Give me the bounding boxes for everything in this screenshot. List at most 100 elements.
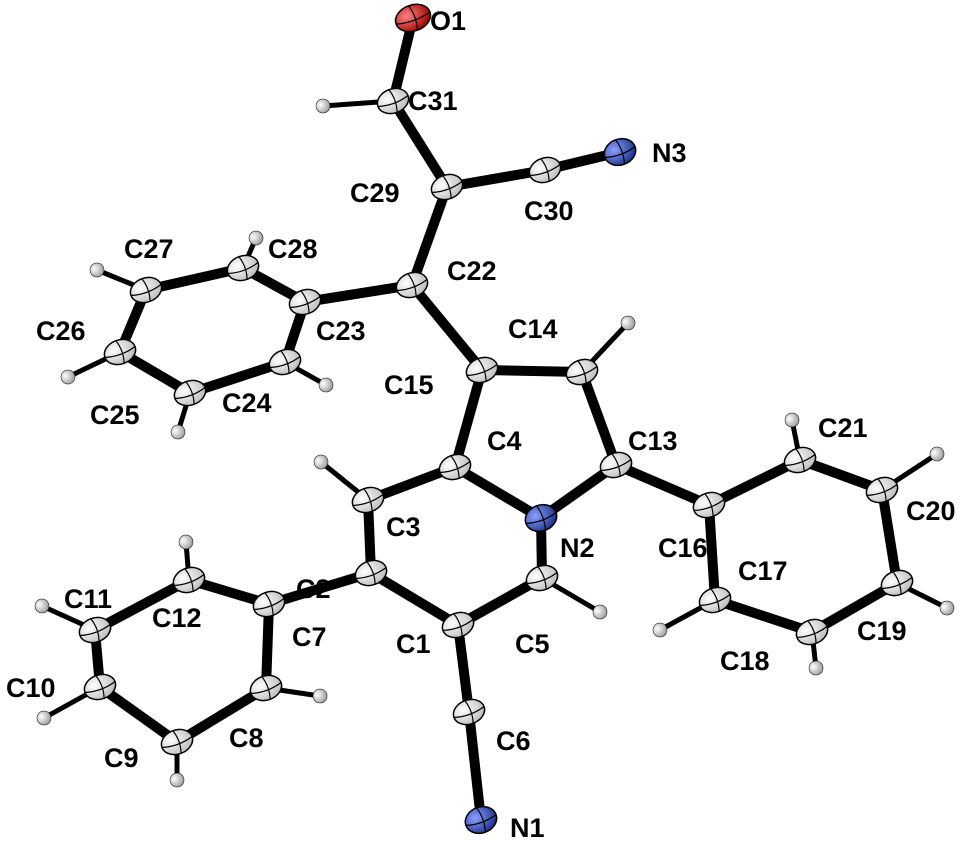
principal-axes-n2 [525,505,557,531]
atom-h12 [178,534,194,550]
principal-axes-c16 [693,493,725,517]
atom-label-c7: C7 [292,622,327,652]
atom-h24 [318,377,334,393]
atom-label-n2: N2 [560,533,595,563]
atom-label-c1: C1 [396,629,431,659]
atom-h20 [929,446,945,462]
principal-axes-c30 [529,158,561,182]
atom-h18 [808,660,824,676]
atom-label-n3: N3 [652,138,687,168]
principal-axes-c14 [566,360,598,384]
principal-axes-c20 [866,478,898,502]
atom-label-c2: C2 [296,574,331,604]
bond-C6-N1 [464,707,486,825]
atom-c31 [376,87,410,115]
bond-C21-C16 [704,455,805,510]
bond-N2-C4 [450,462,546,523]
bond-C8-C7 [261,599,274,693]
atom-label-c26: C26 [36,316,86,346]
bond-C13-C16 [611,460,714,510]
bond-C31-C29 [388,96,452,192]
atom-label-c17: C17 [738,556,788,586]
atom-h31 [315,98,331,114]
atom-label-c22: C22 [447,256,497,286]
principal-axes-c1 [442,613,474,637]
atom-h10 [36,710,52,726]
atom-h8 [312,688,328,704]
principal-axes-c17 [699,588,731,612]
principal-axes-c5 [526,566,558,590]
atom-label-c13: C13 [628,426,678,456]
atom-label-c16: C16 [658,533,708,563]
atom-label-c31: C31 [408,86,458,116]
bond-C9-C8 [172,683,271,747]
bond-C16-C17 [704,500,720,605]
principal-axes-c2 [355,561,387,585]
atom-h26 [60,369,76,385]
atom-h21 [784,412,800,428]
atom-label-c20: C20 [906,496,956,526]
principal-axes-c28 [227,256,259,280]
bond-C15-C14 [477,365,587,377]
bond-C22-C15 [407,280,487,375]
bond-C2-C7 [264,568,376,609]
principal-axes-n3 [604,139,636,165]
atom-label-c12: C12 [152,603,202,633]
principal-axes-c19 [881,571,913,595]
principal-axes-c29 [431,175,463,199]
atom-label-c15: C15 [384,370,434,400]
principal-axes-c15 [466,358,498,382]
atom-h19 [939,600,955,616]
principal-axes-c24 [269,350,301,374]
atom-label-c4: C4 [487,426,522,456]
atom-label-c6: C6 [496,726,531,756]
principal-axes-c10 [84,675,116,699]
atom-label-c23: C23 [316,316,366,346]
atom-h14 [620,315,636,331]
atom-label-c30: C30 [524,196,574,226]
atom-c27 [129,276,163,304]
principal-axes-c3 [352,488,384,512]
principal-axes-c8 [250,676,282,700]
atom-o1 [394,3,432,33]
atom-label-c18: C18 [720,646,770,676]
atom-h28 [248,230,264,246]
principal-axes-o1 [396,5,431,31]
atom-h11 [34,598,50,614]
atom-h3 [313,454,329,470]
atom-c7 [252,590,286,618]
atom-n1 [464,805,498,835]
principal-axes-c4 [439,455,471,479]
atom-c24 [268,348,302,376]
atom-label-c3: C3 [386,512,421,542]
atom-label-c28: C28 [268,234,318,264]
atom-label-c25: C25 [90,400,140,430]
atom-h5 [592,604,608,620]
atom-label-o1: O1 [430,6,466,36]
bond-C10-C9 [95,682,182,747]
atom-c29 [430,173,464,201]
atom-h9 [169,772,185,788]
bond-C14-C13 [577,367,621,470]
bond-C2-C1 [366,568,463,630]
principal-axes-c13 [600,453,632,477]
atom-label-c21: C21 [818,413,868,443]
atom-label-c10: C10 [6,673,56,703]
principal-axes-c21 [784,448,816,472]
principal-axes-c12 [173,568,205,592]
bond-C12-C11 [90,575,194,635]
principal-axes-c31 [377,89,409,113]
atom-label-c27: C27 [124,234,174,264]
atom-label-c19: C19 [857,616,907,646]
principal-axes-c23 [289,290,321,314]
principal-axes-c9 [161,730,193,754]
atom-h17 [652,622,668,638]
principal-axes-c26 [104,340,136,364]
bond-C17-C18 [710,595,817,637]
atom-label-n1: N1 [510,813,545,842]
bond-C19-C20 [877,485,902,588]
atom-h25 [170,424,186,440]
atom-c6 [452,698,486,726]
principal-axes-c7 [253,592,285,616]
